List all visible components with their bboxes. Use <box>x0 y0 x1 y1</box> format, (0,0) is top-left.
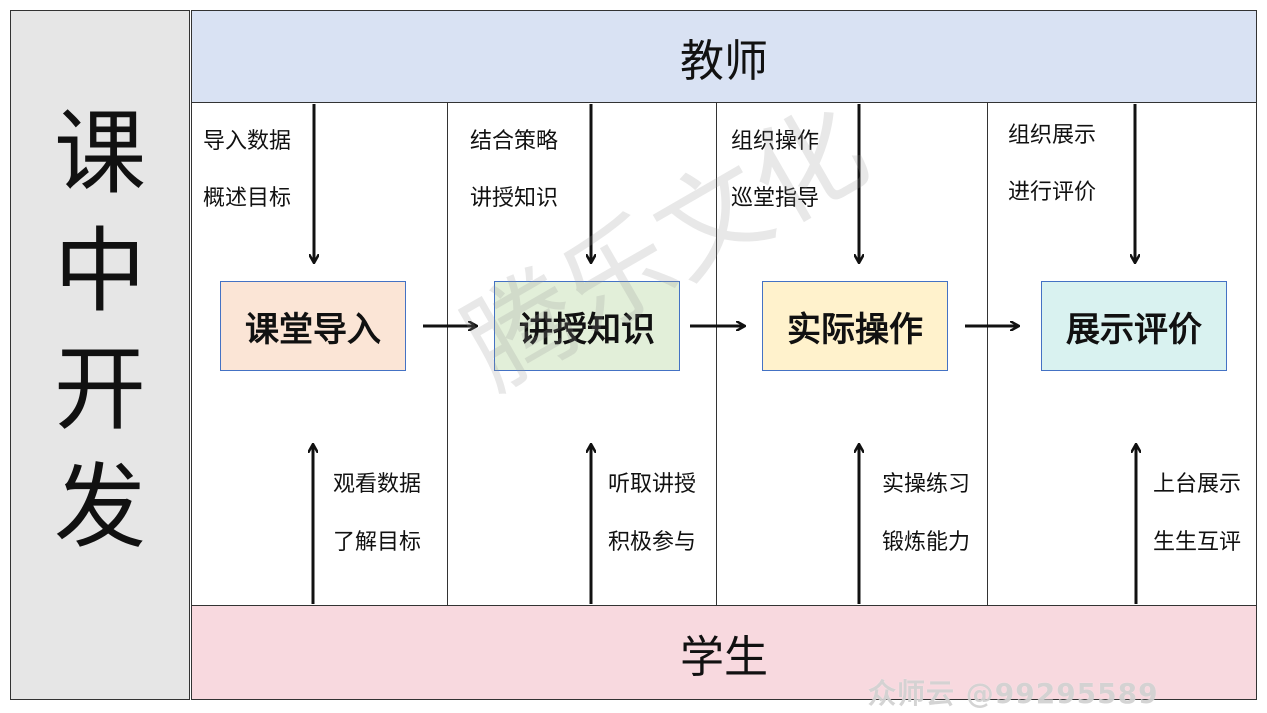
side-panel <box>10 10 190 700</box>
side-title-char: 课 <box>53 100 146 207</box>
column-divider <box>447 103 448 605</box>
teacher-note: 概述目标 <box>203 186 292 211</box>
stage-box-teaching: 讲授知识 <box>494 281 680 371</box>
column-divider <box>987 103 988 605</box>
column-divider <box>716 103 717 605</box>
stage-box-intro: 课堂导入 <box>220 281 406 371</box>
student-band: 学生 <box>192 605 1256 699</box>
side-title-char: 发 <box>53 454 146 561</box>
stage-box-practice: 实际操作 <box>762 281 948 371</box>
student-note: 实操练习 <box>882 472 971 497</box>
teacher-note: 组织展示 <box>1008 123 1097 148</box>
side-title-char: 开 <box>53 336 146 443</box>
teacher-note: 导入数据 <box>203 129 292 154</box>
teacher-note: 组织操作 <box>731 129 820 154</box>
teacher-band: 教师 <box>192 11 1256 103</box>
side-title-char: 中 <box>53 218 146 325</box>
stage-box-evaluation: 展示评价 <box>1041 281 1227 371</box>
teacher-note: 结合策略 <box>470 129 559 154</box>
student-note: 上台展示 <box>1153 472 1242 497</box>
teacher-note: 进行评价 <box>1008 180 1097 205</box>
side-title: 课 中 开 发 <box>10 95 190 567</box>
student-note: 生生互评 <box>1153 530 1242 555</box>
student-note: 了解目标 <box>333 530 422 555</box>
student-note: 积极参与 <box>608 530 697 555</box>
student-note: 锻炼能力 <box>882 530 971 555</box>
credit-watermark: 众师云 @99295589 <box>868 677 1159 710</box>
student-note: 听取讲授 <box>608 472 697 497</box>
teacher-note: 讲授知识 <box>470 186 559 211</box>
teacher-note: 巡堂指导 <box>731 186 820 211</box>
student-note: 观看数据 <box>333 472 422 497</box>
